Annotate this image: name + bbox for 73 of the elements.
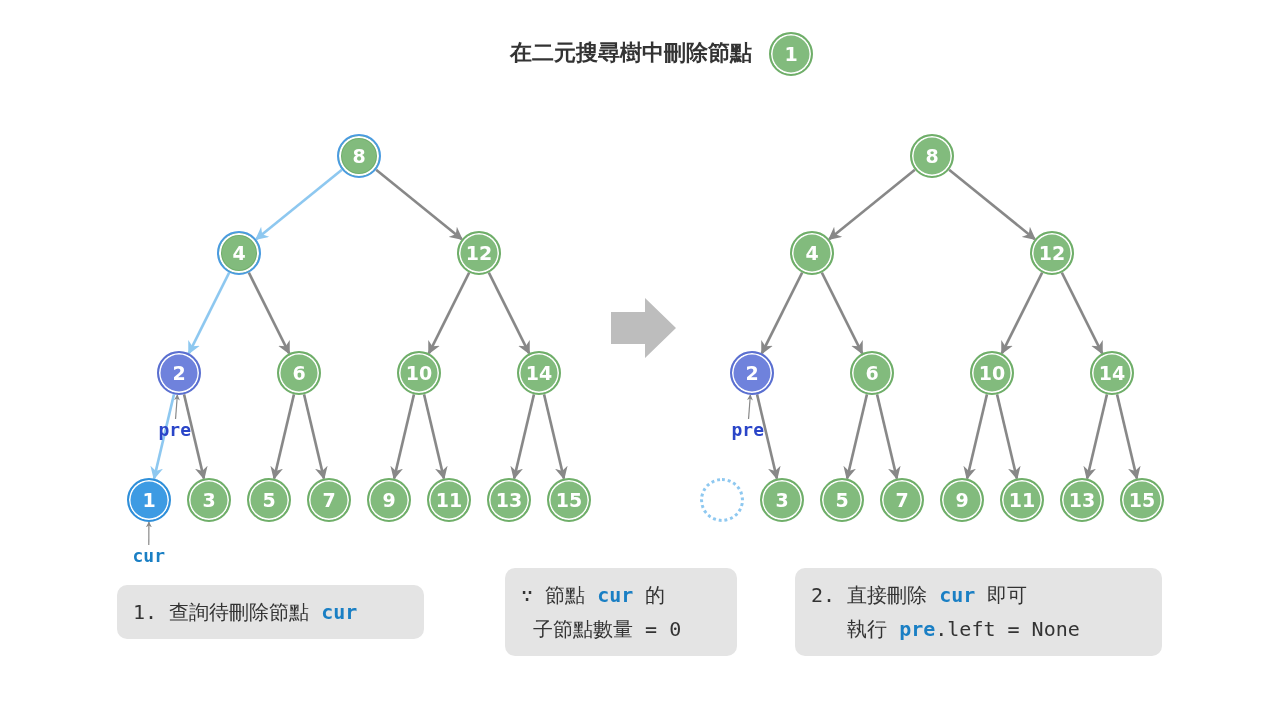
deleted-node-circle [700, 478, 744, 522]
tree-edge-arrow [270, 394, 296, 480]
tree-node-circle: 8 [337, 134, 381, 178]
tree-edge-arrow [150, 394, 176, 480]
tree-node-circle: 12 [457, 231, 501, 275]
tree-edge-arrow [427, 272, 471, 355]
note-card [795, 568, 1162, 656]
tree-node-circle: 3 [187, 478, 231, 522]
tree-node-circle: 14 [517, 351, 561, 395]
pointer-label: cur [132, 545, 165, 566]
tree-node-circle: 14 [1090, 351, 1134, 395]
note-text: 子節點數量 = 0 [533, 616, 682, 643]
tree-node-circle: 7 [307, 478, 351, 522]
tree-node-circle: 10 [397, 351, 441, 395]
tree-node-circle: 2 [730, 351, 774, 395]
tree-edge-arrow [255, 168, 343, 241]
tree-node-circle: 11 [1000, 478, 1044, 522]
tree-node-circle: 2 [157, 351, 201, 395]
tree-edge-arrow [247, 272, 291, 355]
pointer-arrow [145, 521, 152, 546]
tree-edge-arrow [487, 272, 531, 355]
tree-node-circle: 13 [487, 478, 531, 522]
tree-edge-arrow [820, 272, 864, 355]
tree-edge-arrow [995, 394, 1021, 480]
tree-node-circle: 4 [790, 231, 834, 275]
tree-node-circle: 6 [850, 351, 894, 395]
note-card [117, 585, 424, 639]
note-text: 執行 pre.left = None [847, 616, 1080, 643]
tree-edge-arrow [875, 394, 901, 480]
tree-node-circle: 15 [547, 478, 591, 522]
tree-edge-arrow [843, 394, 869, 480]
pointer-label: pre [158, 419, 191, 440]
tree-edge-arrow [1115, 394, 1141, 480]
tree-node-circle: 4 [217, 231, 261, 275]
tree-edge-arrow [963, 394, 989, 480]
tree-node-circle: 10 [970, 351, 1014, 395]
pointer-arrow [746, 394, 753, 420]
tree-edge-arrow [187, 272, 231, 355]
tree-edge-arrow [182, 394, 208, 480]
tree-edge-arrow [302, 394, 328, 480]
tree-edge-arrow [1083, 394, 1109, 480]
note-card [505, 568, 737, 656]
title: 在二元搜尋樹中刪除節點 [510, 39, 752, 67]
tree-node-circle: 8 [910, 134, 954, 178]
tree-edge-arrow [1060, 272, 1104, 355]
tree-edge-arrow [948, 168, 1036, 241]
note-text: 1. 查詢待刪除節點 cur [133, 599, 358, 626]
tree-node-circle: 1 [769, 32, 813, 76]
note-text: ∵ 節點 cur 的 [521, 582, 666, 609]
tree-edge-arrow [755, 394, 781, 480]
tree-edge-arrow [390, 394, 416, 480]
tree-node-circle: 12 [1030, 231, 1074, 275]
tree-node-circle: 6 [277, 351, 321, 395]
tree-edge-arrow [542, 394, 568, 480]
tree-edge-arrow [510, 394, 536, 480]
pointer-label: pre [731, 419, 764, 440]
tree-edge-arrow [1000, 272, 1044, 355]
tree-node-circle: 1 [127, 478, 171, 522]
tree-edge-arrow [760, 272, 804, 355]
tree-edge-arrow [375, 168, 463, 241]
note-text: 2. 直接刪除 cur 即可 [811, 582, 1028, 609]
tree-node-circle: 9 [367, 478, 411, 522]
pointer-arrow [173, 394, 180, 420]
tree-node-circle: 15 [1120, 478, 1164, 522]
tree-edge-arrow [422, 394, 448, 480]
tree-node-circle: 5 [820, 478, 864, 522]
tree-node-circle: 11 [427, 478, 471, 522]
tree-node-circle: 7 [880, 478, 924, 522]
tree-node-circle: 13 [1060, 478, 1104, 522]
tree-node-circle: 9 [940, 478, 984, 522]
tree-node-circle: 3 [760, 478, 804, 522]
tree-node-circle: 5 [247, 478, 291, 522]
tree-edge-arrow [828, 168, 916, 241]
